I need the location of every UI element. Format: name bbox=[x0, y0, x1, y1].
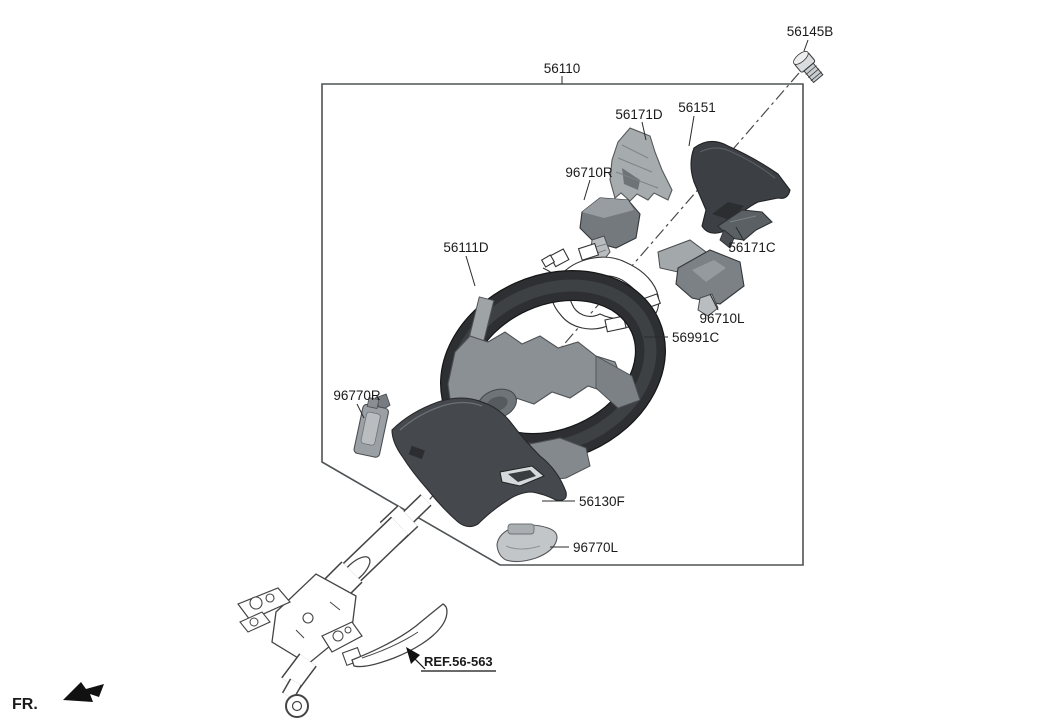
part-label-96710R: 96710R bbox=[565, 165, 613, 180]
assembly-bounding-box bbox=[321, 83, 804, 566]
part-label-56110: 56110 bbox=[544, 61, 581, 76]
front-marker: FR. bbox=[12, 682, 104, 713]
leader-lines bbox=[356, 39, 809, 548]
ref-arrowhead-icon bbox=[406, 647, 420, 664]
part-label-56111D: 56111D bbox=[443, 240, 489, 255]
part-labels: 56110 56145B 56171D 56151 96710R 56111D … bbox=[333, 24, 833, 555]
switch-left-illustration bbox=[657, 239, 745, 317]
part-label-56171C: 56171C bbox=[728, 240, 776, 255]
trim-lower-left-illustration bbox=[717, 209, 773, 249]
part-label-56151: 56151 bbox=[678, 100, 716, 115]
part-label-56145B: 56145B bbox=[787, 24, 834, 39]
part-label-56130F: 56130F bbox=[579, 494, 625, 509]
front-marker-label: FR. bbox=[12, 696, 38, 713]
column-ref-callout: REF.56-563 bbox=[406, 647, 496, 672]
back-cover-illustration bbox=[391, 397, 567, 528]
part-label-96770R: 96770R bbox=[333, 388, 381, 403]
steering-column-illustration bbox=[237, 494, 448, 718]
paddle-left-illustration bbox=[496, 523, 558, 563]
trim-upper-right-illustration bbox=[609, 127, 673, 202]
paddle-right-illustration bbox=[353, 393, 391, 458]
front-direction-arrow-icon bbox=[63, 682, 104, 702]
part-label-56171D: 56171D bbox=[615, 107, 663, 122]
part-label-96710L: 96710L bbox=[699, 311, 745, 326]
part-label-96770L: 96770L bbox=[573, 540, 619, 555]
part-label-56991C: 56991C bbox=[672, 330, 720, 345]
column-ref-label: REF.56-563 bbox=[424, 654, 493, 669]
bolt-illustration bbox=[793, 50, 824, 84]
